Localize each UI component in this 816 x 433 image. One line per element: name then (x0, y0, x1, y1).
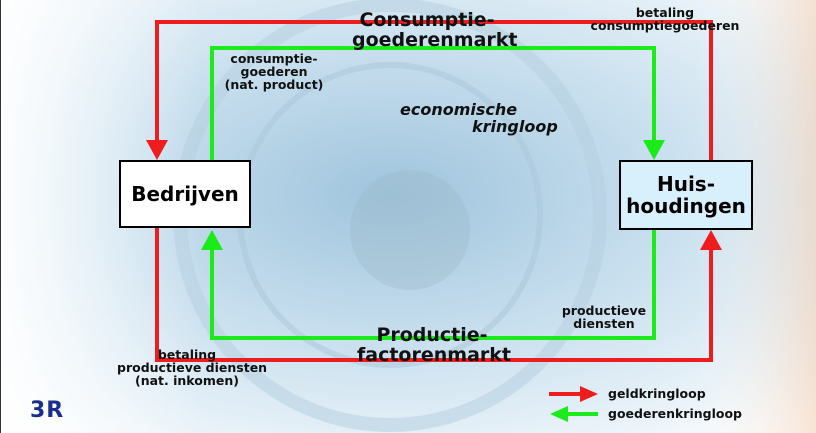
payment-consumer-goods-label: betaling consumptiegoederen (590, 6, 740, 32)
payment-consumer-goods-line2: consumptiegoederen (590, 18, 740, 34)
productive-services-label: productieve diensten (556, 304, 652, 330)
goods-arrowhead-to-bedrijven (201, 230, 223, 250)
payment-productive-services-label: betaling productieve diensten (nat. inko… (117, 347, 268, 389)
payment-productive-services-line2: productieve diensten (117, 360, 268, 376)
consumption-market-line1: Consumptie- (359, 9, 495, 31)
consumption-market-line2: goederenmarkt (352, 28, 518, 51)
legend-money-arrowhead (580, 386, 598, 402)
bedrijven-box: Bedrijven (119, 160, 251, 228)
huishoudingen-label-line2: houdingen (626, 194, 746, 218)
bedrijven-label: Bedrijven (131, 182, 239, 206)
consumer-goods-line2: goederen (240, 64, 308, 80)
consumption-market-label: Consumptie- goederenmarkt (352, 9, 518, 51)
payment-productive-services-line3: (nat. inkomen) (135, 373, 239, 389)
legend-goods-arrowhead (550, 406, 568, 422)
goods-flow-bottom (210, 225, 656, 340)
clock-gear (350, 170, 470, 290)
money-flow-top (155, 20, 713, 160)
center-title-line2: kringloop (472, 116, 558, 136)
consumer-goods-line3: (nat. product) (224, 77, 324, 93)
huishoudingen-label-line1: Huis- (656, 172, 716, 196)
huishoudingen-box: Huis- houdingen (619, 160, 753, 230)
payment-consumer-goods-line1: betaling (635, 5, 695, 20)
production-market-line1: Productie- (376, 324, 488, 346)
goods-flow-top (210, 46, 656, 160)
goods-arrowhead-to-huishoudingen (643, 140, 665, 160)
payment-productive-services-line1: betaling (157, 347, 217, 362)
money-flow-bottom (155, 225, 713, 362)
money-arrowhead-to-huishoudingen (700, 230, 722, 250)
production-market-line2: factorenmarkt (357, 343, 511, 366)
legend-goods-label: goederenkringloop (608, 406, 742, 421)
goods-loop (210, 46, 656, 340)
productive-services-line2: diensten (573, 316, 635, 332)
publisher-logo: 3R (30, 398, 65, 423)
center-title-line1: economische (400, 100, 518, 119)
money-arrowhead-to-bedrijven (146, 140, 168, 160)
productive-services-line1: productieve (561, 303, 647, 318)
production-market-label: Productie- factorenmarkt (357, 324, 511, 366)
center-title: economische kringloop (400, 100, 580, 136)
money-loop (155, 20, 713, 362)
legend-money-label: geldkringloop (608, 386, 706, 401)
consumer-goods-line1: consumptie- (230, 51, 318, 66)
consumer-goods-label: consumptie- goederen (nat. product) (214, 51, 334, 93)
